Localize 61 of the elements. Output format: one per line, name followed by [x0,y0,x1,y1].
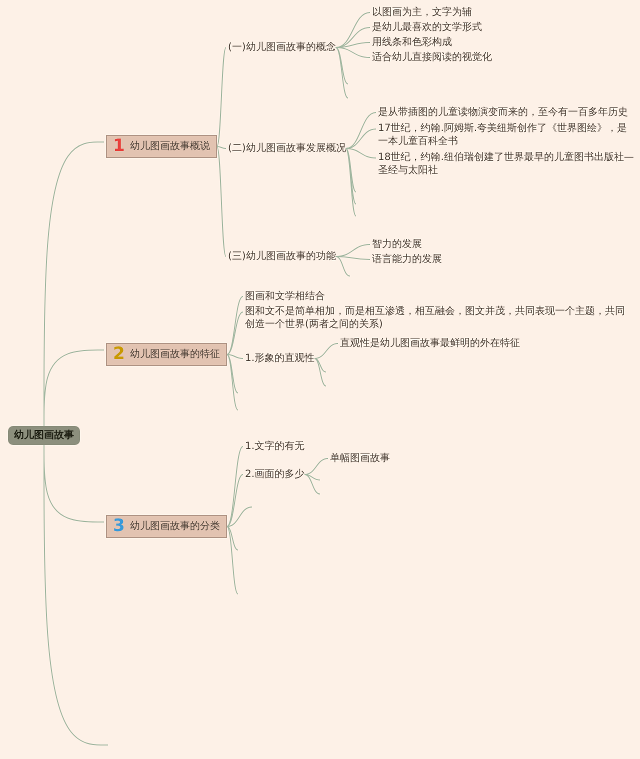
connector-line [304,474,320,480]
topic-text: 智力的发展 [372,238,422,251]
topic-text: 2.画面的多少 [245,468,305,481]
topic-text: 17世纪，约翰.阿姆斯.夸美纽斯创作了《世界图绘》，是一本儿童百科全书 [378,122,636,148]
topic-text: (一)幼儿图画故事的概念 [228,41,336,54]
topic-text: 语言能力的发展 [372,253,442,266]
topic-text: 1.形象的直观性 [245,352,315,365]
connector-line [304,474,320,494]
topic-label: 幼儿图画故事概说 [130,140,210,153]
connector-line [226,354,244,359]
connector-line [216,47,226,147]
topic-label: 幼儿图画故事的特征 [130,348,220,361]
connector-line [345,148,356,204]
connector-line [345,148,356,216]
topic-label: 幼儿图画故事的分类 [130,520,220,533]
branch-topic-box [106,135,217,158]
branch-topic-box [106,343,227,366]
connector-line [335,47,348,98]
topic-text: 单幅图画故事 [330,452,390,465]
topic-text: 适合幼儿直接阅读的视觉化 [372,51,492,64]
topic-text: (三)幼儿图画故事的功能 [228,250,336,263]
branch-topic-box [106,515,227,538]
connector-line [226,312,244,355]
connector-line [226,446,244,527]
topic-text: 是幼儿最喜欢的文学形式 [372,21,482,34]
connector-line [345,148,376,158]
topic-text: 直观性是幼儿图画故事最鲜明的外在特征 [340,337,520,350]
topic-text: 1.文字的有无 [245,440,305,453]
topic-text: 以图画为主，文字为辅 [372,6,472,19]
topic-text: 图画和文学相结合 [245,290,325,303]
connector-line [345,148,356,192]
connector-line [335,256,350,276]
connector-line [226,474,244,527]
topic-text: 用线条和色彩构成 [372,36,452,49]
connector-line [226,354,238,394]
topic-number: 1 [113,138,125,155]
connector-line [335,47,348,84]
connector-line [216,146,226,149]
connector-line [216,146,226,257]
topic-number: 2 [113,346,125,363]
topic-number: 3 [113,518,125,535]
connector-line [335,256,370,260]
connector-line [335,47,370,58]
connector-line [44,350,104,426]
connector-line [44,444,108,746]
topic-text: 是从带插图的儿童读物演变而来的，至今有一百多年历史 [378,106,636,119]
connector-line [226,296,244,355]
root-topic-box: 幼儿图画故事 [8,426,80,445]
connector-line [314,358,326,372]
connector-line [335,12,370,48]
connector-line [314,343,338,359]
connector-line [226,526,238,550]
connector-line [314,358,326,386]
connector-line [226,354,238,410]
topic-text: 18世纪，约翰.纽伯瑞创建了世界最早的儿童图书出版社—圣经与太阳社 [378,151,636,177]
topic-text: (二)幼儿图画故事发展概况 [228,142,346,155]
connector-line [304,458,328,475]
connector-line [226,526,238,594]
connector-line [226,506,252,527]
connector-line [345,112,376,149]
topic-text: 图和文不是简单相加，而是相互渗透，相互融会，图文并茂，共同表现一个主题，共同创造一个世界(两者之间的关系) [245,305,633,331]
